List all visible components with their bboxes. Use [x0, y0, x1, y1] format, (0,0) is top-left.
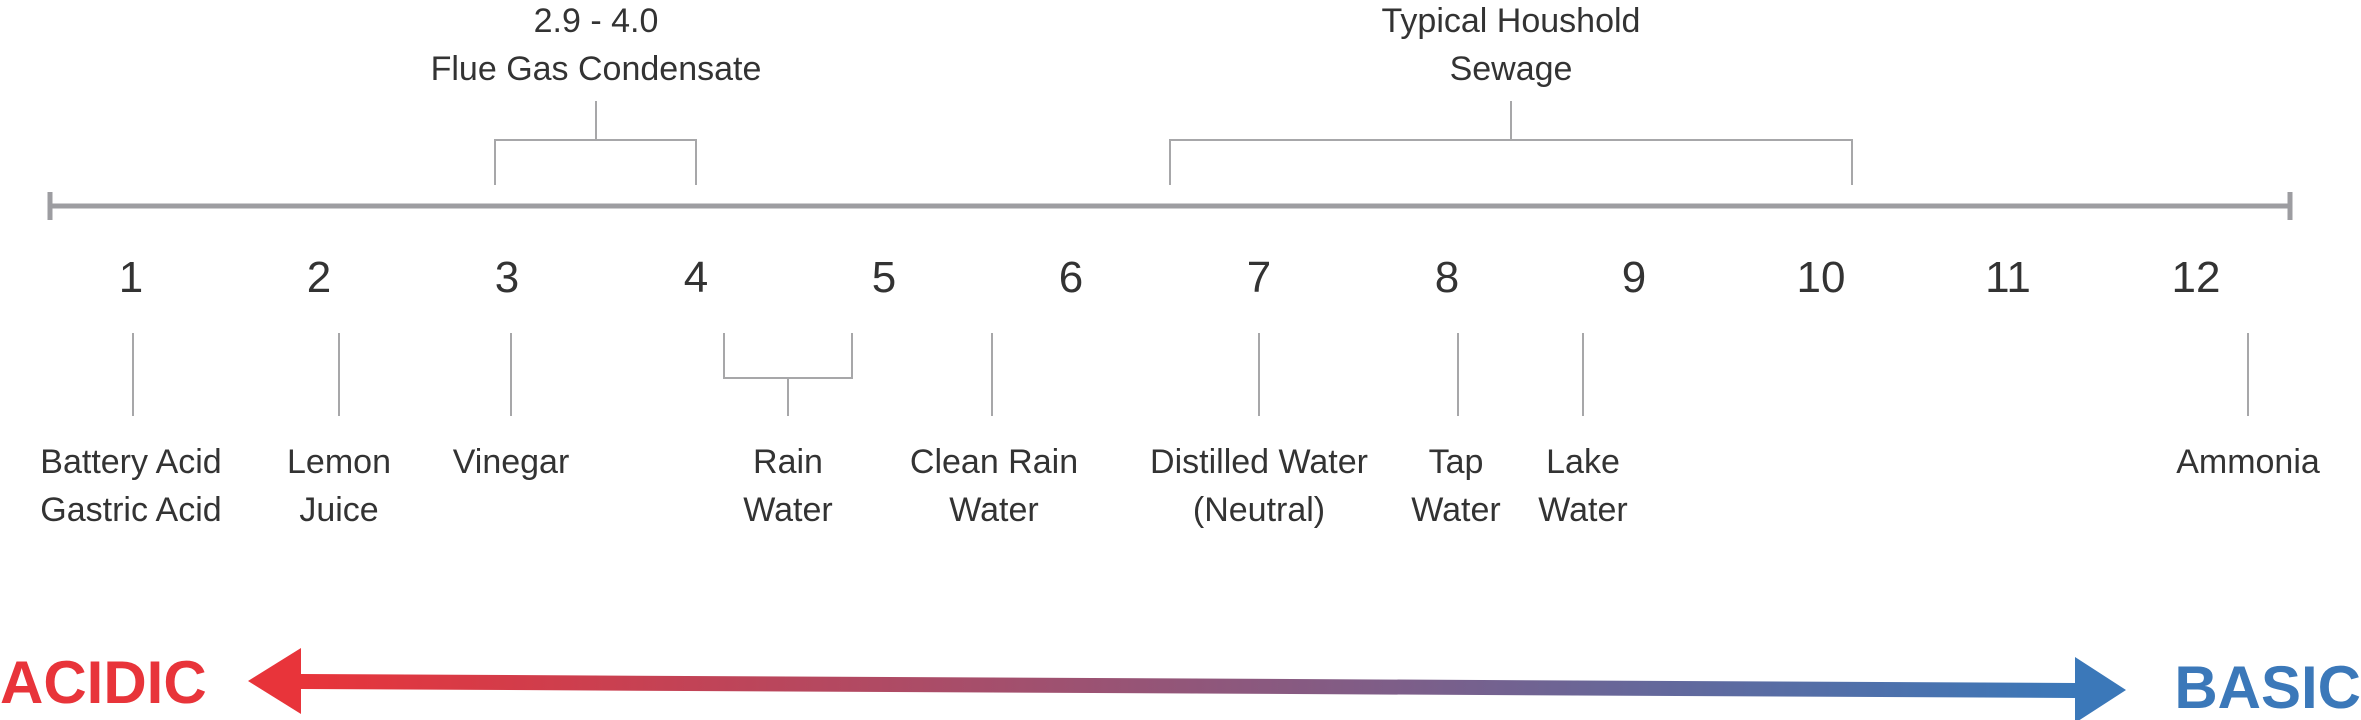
substance-distilled-water-2: (Neutral) [1193, 491, 1325, 529]
basic-label: BASIC [2174, 654, 2361, 720]
tick-label: 6 [1059, 253, 1083, 302]
acidic-basic-arrow: ACIDIC BASIC [0, 648, 2361, 720]
acidic-label: ACIDIC [0, 649, 207, 716]
substance-lemon-juice: Lemon [287, 443, 391, 481]
substance-lemon-juice-2: Juice [299, 491, 378, 529]
substance-ammonia: Ammonia [2176, 443, 2320, 481]
substance-rain-water-2: Water [743, 491, 832, 529]
substance-lake-water: Lake [1546, 443, 1620, 481]
range-bracket [1169, 101, 1853, 185]
range-bracket [494, 101, 697, 185]
rain-water-bracket [723, 333, 853, 416]
tick-label: 2 [307, 253, 331, 302]
tick-label: 11 [1985, 253, 2031, 302]
tick-label: 7 [1247, 253, 1271, 302]
tick-label: 5 [872, 253, 896, 302]
tick-label: 4 [684, 253, 708, 302]
range-label-line1: Typical Houshold [1382, 2, 1641, 40]
substance-lake-water-2: Water [1538, 491, 1627, 529]
ph-tick-labels: 1 2 3 4 5 6 7 8 9 10 11 12 [119, 253, 2221, 302]
substance-connectors [132, 333, 2249, 416]
range-label-line2: Flue Gas Condensate [431, 50, 762, 88]
substance-labels: Battery Acid Gastric Acid Lemon Juice Vi… [40, 443, 2320, 529]
substance-vinegar: Vinegar [453, 443, 570, 481]
ph-axis-line [47, 192, 2293, 220]
range-label-line1: 2.9 - 4.0 [534, 2, 659, 40]
substance-distilled-water: Distilled Water [1150, 443, 1368, 481]
tick-label: 10 [1797, 253, 1846, 302]
arrow-head-left-icon [248, 648, 301, 714]
range-flue-gas: 2.9 - 4.0 Flue Gas Condensate [431, 2, 762, 185]
tick-label: 9 [1622, 253, 1646, 302]
tick-label: 1 [119, 253, 143, 302]
substance-tap-water-2: Water [1411, 491, 1500, 529]
arrow-head-right-icon [2075, 657, 2126, 720]
substance-clean-rain-water: Clean Rain [910, 443, 1078, 481]
substance-battery-acid: Battery Acid [40, 443, 221, 481]
tick-label: 8 [1435, 253, 1459, 302]
substance-gastric-acid: Gastric Acid [40, 491, 221, 529]
substance-tap-water: Tap [1429, 443, 1484, 481]
substance-rain-water: Rain [753, 443, 823, 481]
tick-label: 12 [2172, 253, 2221, 302]
tick-label: 3 [495, 253, 519, 302]
gradient-arrow-shaft [301, 674, 2075, 698]
range-household-sewage: Typical Houshold Sewage [1169, 2, 1853, 185]
substance-clean-rain-water-2: Water [949, 491, 1038, 529]
range-label-line2: Sewage [1450, 50, 1573, 88]
